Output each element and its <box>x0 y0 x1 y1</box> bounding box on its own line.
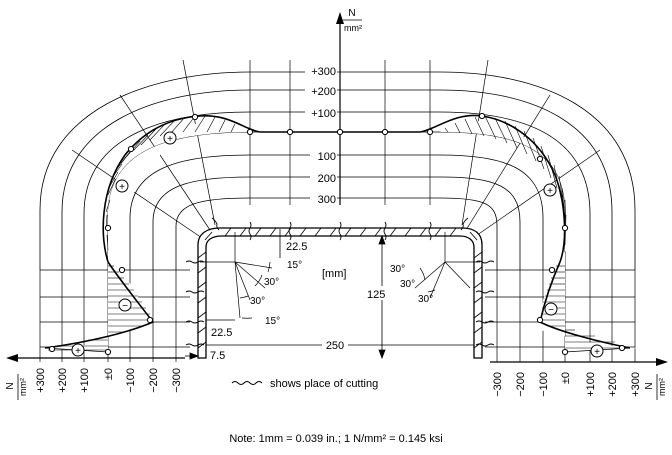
sign-plus-top-left: + <box>167 134 173 145</box>
right-stress-axis: N mm² −300 −200 −100 ±0 +100 +200 +300 <box>490 358 668 400</box>
sign-plus-right: + <box>547 186 553 197</box>
cutting-legend-symbol <box>232 382 262 385</box>
sign-plus-bottom-left: + <box>75 346 81 357</box>
dim-width: 250 <box>326 340 344 352</box>
sign-minus-left: − <box>122 301 128 312</box>
dim-side-thickness: 22.5 <box>211 327 232 339</box>
left-tick-minus300: −300 <box>171 368 183 393</box>
dim-top-thickness: 22.5 <box>286 241 307 253</box>
sign-plus-left: + <box>119 182 125 193</box>
left-tick-plus300: +300 <box>35 368 47 393</box>
right-tick-minus100: −100 <box>538 372 550 397</box>
right-tick-zero: ±0 <box>560 372 572 384</box>
vertical-tick-plus300: +300 <box>311 66 336 78</box>
right-axis-unit-bottom: mm² <box>657 378 667 396</box>
left-tick-plus100: +100 <box>79 368 91 393</box>
angle-right-1: 30° <box>390 264 405 275</box>
vertical-axis-unit-top: N <box>348 8 355 19</box>
left-stress-axis: N mm² +300 +200 +100 ±0 −100 −200 −300 <box>5 354 185 400</box>
angle-left-4: 15° <box>265 316 280 327</box>
right-tick-plus200: +200 <box>607 372 619 397</box>
left-tick-plus200: +200 <box>57 368 69 393</box>
left-axis-unit-top: N <box>5 382 16 389</box>
right-tick-plus100: +100 <box>585 372 597 397</box>
right-tick-minus300: −300 <box>492 372 504 397</box>
vertical-tick-minus300: 300 <box>318 194 336 206</box>
right-axis-unit-top: N <box>644 382 655 389</box>
vertical-stress-axis: N mm² +300 +200 +100 100 200 300 <box>305 8 362 206</box>
dim-unit: [mm] <box>322 268 346 280</box>
angle-right-2: 30° <box>400 279 415 290</box>
vertical-tick-minus100: 100 <box>318 151 336 163</box>
left-tick-minus200: −200 <box>148 368 160 393</box>
angle-left-1: 15° <box>287 260 302 271</box>
vertical-tick-minus200: 200 <box>318 173 336 185</box>
left-tick-minus100: −100 <box>125 368 137 393</box>
vertical-axis-unit-bottom: mm² <box>344 23 362 33</box>
vertical-tick-plus200: +200 <box>311 86 336 98</box>
dim-bottom-flange: 7.5 <box>210 350 225 362</box>
angle-left-2: 30° <box>264 277 279 288</box>
right-tick-plus300: +300 <box>630 372 642 397</box>
left-axis-unit-bottom: mm² <box>18 378 28 396</box>
sign-minus-right: − <box>548 305 554 316</box>
conversion-note: Note: 1mm = 0.039 in.; 1 N/mm² = 0.145 k… <box>229 433 442 445</box>
dim-height: 125 <box>367 289 385 301</box>
sign-plus-bottom-right: + <box>594 347 600 358</box>
channel-cross-section: 22.5 22.5 7.5 250 125 [mm] 15° 30° 30° 1… <box>185 218 494 362</box>
angle-right-3: 30° <box>418 294 433 305</box>
left-tick-zero: ±0 <box>103 368 115 380</box>
right-tick-minus200: −200 <box>515 372 527 397</box>
cutting-legend: shows place of cutting <box>232 378 378 390</box>
angle-left-3: 30° <box>250 296 265 307</box>
cutting-legend-text: shows place of cutting <box>270 378 378 390</box>
vertical-tick-plus100: +100 <box>311 108 336 120</box>
